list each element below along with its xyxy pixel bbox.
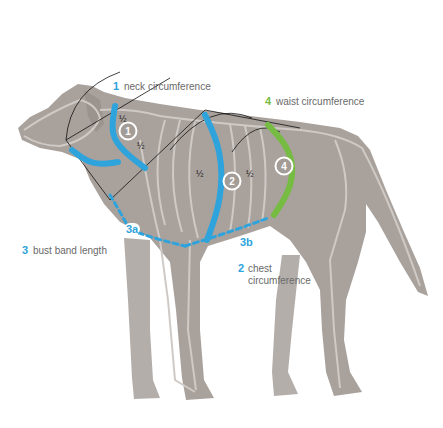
neck-band (113, 106, 145, 168)
callout-number: 1 (125, 126, 131, 137)
half-mark: ½ (196, 168, 204, 180)
skeleton-lines (24, 100, 420, 392)
bust-band (185, 218, 268, 246)
measure-label: waist circumference (276, 96, 364, 108)
callout-number: 3a (124, 223, 140, 235)
callout-circle: 1 (118, 121, 138, 141)
callout-number: 4 (265, 95, 271, 107)
callout-circle: 2 (222, 171, 242, 191)
callout-number: 3 (22, 244, 28, 256)
callout-number: 2 (229, 176, 235, 187)
measure-label: neck circumference (124, 81, 211, 93)
measure-bands (72, 106, 292, 246)
callout-number: 3b (240, 236, 253, 248)
measure-label: bust band length (33, 245, 107, 257)
half-mark: ½ (137, 140, 145, 152)
callout-number: 2 (238, 262, 244, 274)
measure-guides (66, 72, 300, 200)
callout-number: 1 (113, 80, 119, 92)
neck-band (72, 150, 118, 164)
measure-label: chest circumference (248, 263, 318, 287)
half-mark: ½ (246, 168, 254, 180)
chest-band (205, 115, 221, 240)
waist-band (268, 125, 292, 215)
callout-number: 4 (281, 161, 287, 172)
dog-silhouette (18, 84, 428, 400)
callout-circle: 4 (274, 156, 294, 176)
